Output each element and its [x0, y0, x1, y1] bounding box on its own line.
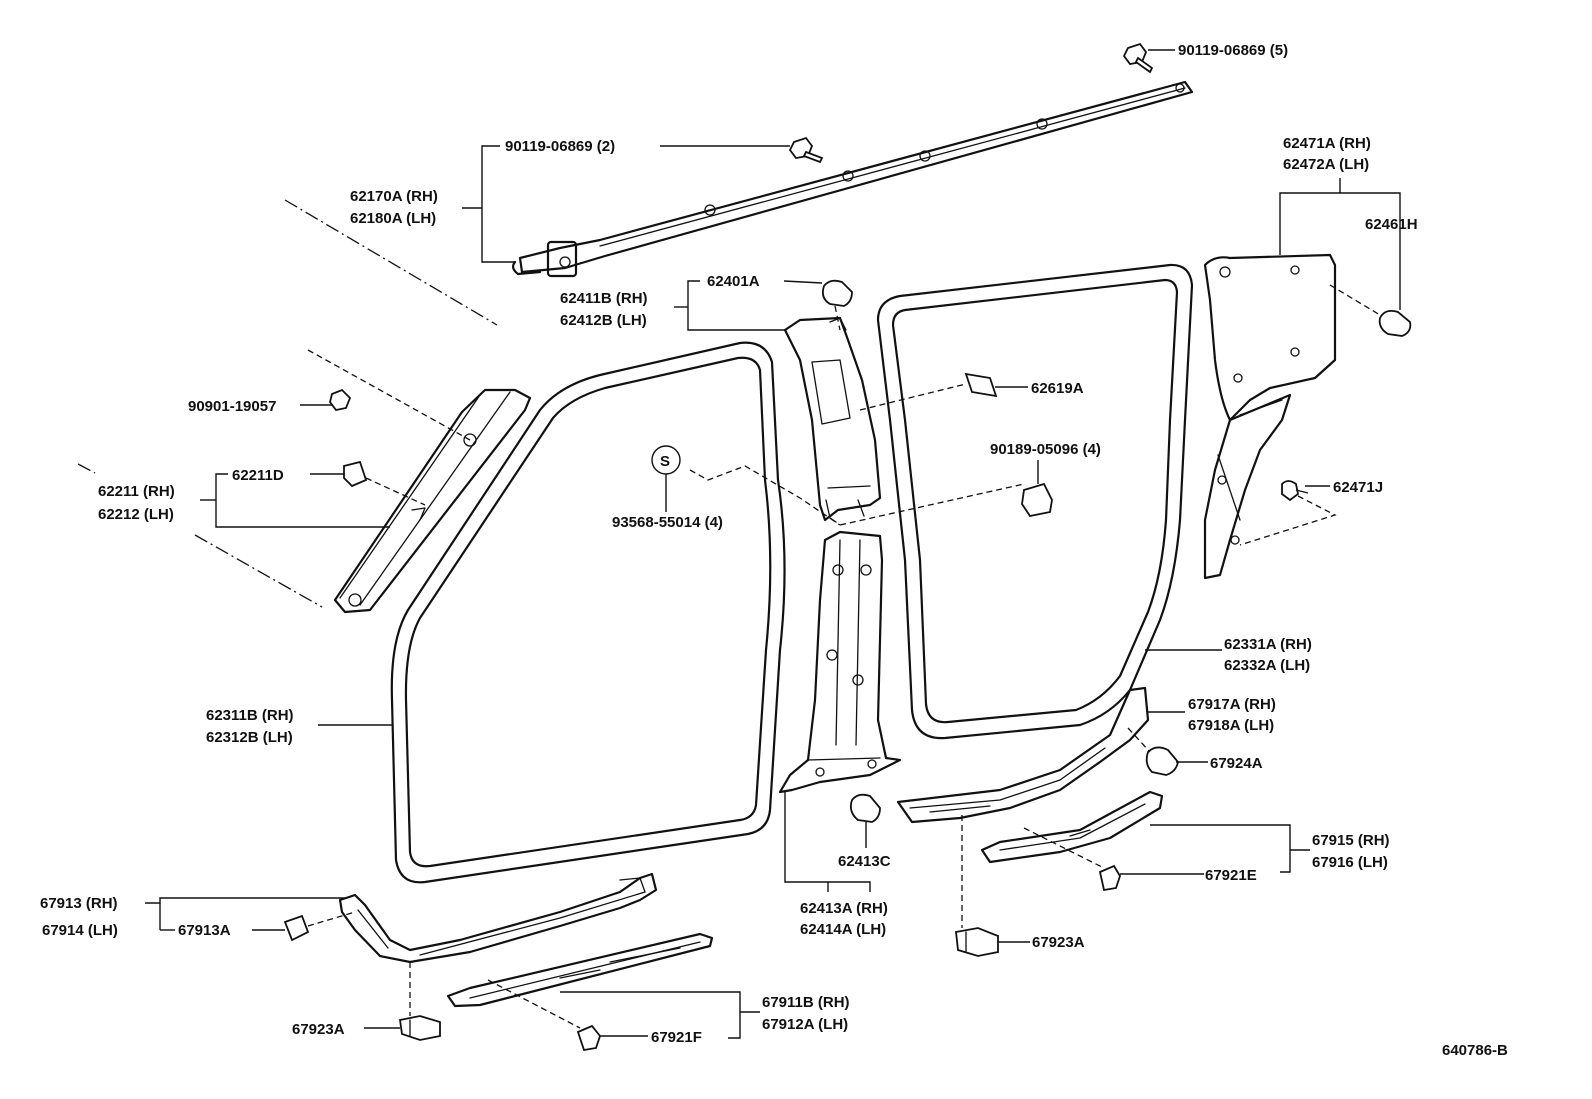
label-front-scuff-lh: 67912A (LH) — [762, 1016, 848, 1033]
quarter-trim-panel — [1203, 253, 1337, 580]
label-front-scuff-rh: 67911B (RH) — [762, 994, 850, 1011]
clip-icon — [964, 372, 998, 398]
label-screw-90901: 90901-19057 — [188, 398, 276, 415]
label-clip-67923a-rear: 67923A — [1032, 934, 1085, 951]
label-clip-93568: 93568-55014 (4) — [612, 514, 723, 531]
label-clip-62413c: 62413C — [838, 853, 891, 870]
label-rear-scuff-rh: 67915 (RH) — [1312, 832, 1390, 849]
label-clip-62461h: 62461H — [1365, 216, 1418, 233]
clip-icon — [955, 927, 999, 957]
label-front-scuff-upper-lh: 67914 (LH) — [42, 922, 118, 939]
center-pillar-lower-trim — [778, 530, 902, 794]
bolt-icon — [660, 136, 824, 164]
label-quarter-trim-rh: 62471A (RH) — [1283, 135, 1371, 152]
label-center-pillar-lower-lh: 62414A (LH) — [800, 921, 886, 938]
clip-icon — [1021, 482, 1053, 518]
label-clip-62619a: 62619A — [1031, 380, 1084, 397]
clip-icon — [1145, 746, 1179, 776]
label-rear-scuff-lh: 67916 (LH) — [1312, 854, 1388, 871]
s-symbol-text: S — [660, 453, 670, 470]
label-front-weatherstrip-rh: 62311B (RH) — [206, 707, 294, 724]
center-pillar-upper-trim — [783, 316, 882, 523]
diagram-code: 640786-B — [1442, 1042, 1508, 1059]
label-rear-weatherstrip-rh: 62331A (RH) — [1224, 636, 1312, 653]
front-pillar-trim — [333, 388, 532, 614]
clip-icon — [1378, 309, 1412, 337]
label-front-scuff-upper-rh: 67913 (RH) — [40, 895, 118, 912]
label-center-pillar-upper-lh: 62412B (LH) — [560, 312, 647, 329]
clip-icon — [821, 279, 853, 307]
clip-icon — [849, 793, 881, 823]
front-scuff-plate — [446, 932, 714, 1008]
rear-scuff-plate — [980, 790, 1164, 864]
label-front-pillar-rh: 62211 (RH) — [98, 483, 175, 500]
label-front-pillar-lh: 62212 (LH) — [98, 506, 174, 523]
rear-door-weatherstrip — [876, 263, 1194, 740]
rear-scuff-plate-upper — [896, 686, 1150, 824]
label-clip-67913a: 67913A — [178, 922, 231, 939]
label-bolt-roof-rail-2: 90119-06869 (2) — [505, 138, 615, 155]
label-rear-scuff-upper-rh: 67917A (RH) — [1188, 696, 1276, 713]
label-clip-67921e: 67921E — [1205, 867, 1257, 884]
label-rear-weatherstrip-lh: 62332A (LH) — [1224, 657, 1310, 674]
s-symbol-icon: S — [651, 445, 681, 475]
label-center-pillar-lower-rh: 62413A (RH) — [800, 900, 888, 917]
clip-icon — [576, 1024, 602, 1052]
screw-icon — [1281, 480, 1330, 502]
roof-side-rail — [511, 80, 1194, 278]
clip-icon — [343, 460, 368, 488]
label-clip-62401a: 62401A — [707, 273, 760, 290]
label-clip-67924a: 67924A — [1210, 755, 1263, 772]
label-clip-67921f: 67921F — [651, 1029, 702, 1046]
label-bolt-roof-rail-5: 90119-06869 (5) — [1178, 42, 1288, 59]
label-clip-62211d: 62211D — [232, 467, 284, 484]
clip-icon — [283, 914, 310, 942]
front-door-weatherstrip — [390, 341, 786, 884]
label-rear-scuff-upper-lh: 67918A (LH) — [1188, 717, 1274, 734]
label-quarter-trim-lh: 62472A (LH) — [1283, 156, 1369, 173]
label-clip-90189: 90189-05096 (4) — [990, 441, 1101, 458]
label-clip-67923a-front: 67923A — [292, 1021, 345, 1038]
bolt-icon — [1122, 42, 1175, 74]
clip-icon — [1098, 864, 1121, 892]
label-roof-rail-rh: 62170A (RH) — [350, 188, 438, 205]
label-center-pillar-upper-rh: 62411B (RH) — [560, 290, 648, 307]
screw-icon — [329, 388, 352, 411]
label-roof-rail-lh: 62180A (LH) — [350, 210, 436, 227]
label-clip-62471j: 62471J — [1333, 479, 1383, 496]
front-scuff-plate-upper — [338, 872, 658, 964]
clip-icon — [398, 1015, 441, 1041]
label-front-weatherstrip-lh: 62312B (LH) — [206, 729, 293, 746]
